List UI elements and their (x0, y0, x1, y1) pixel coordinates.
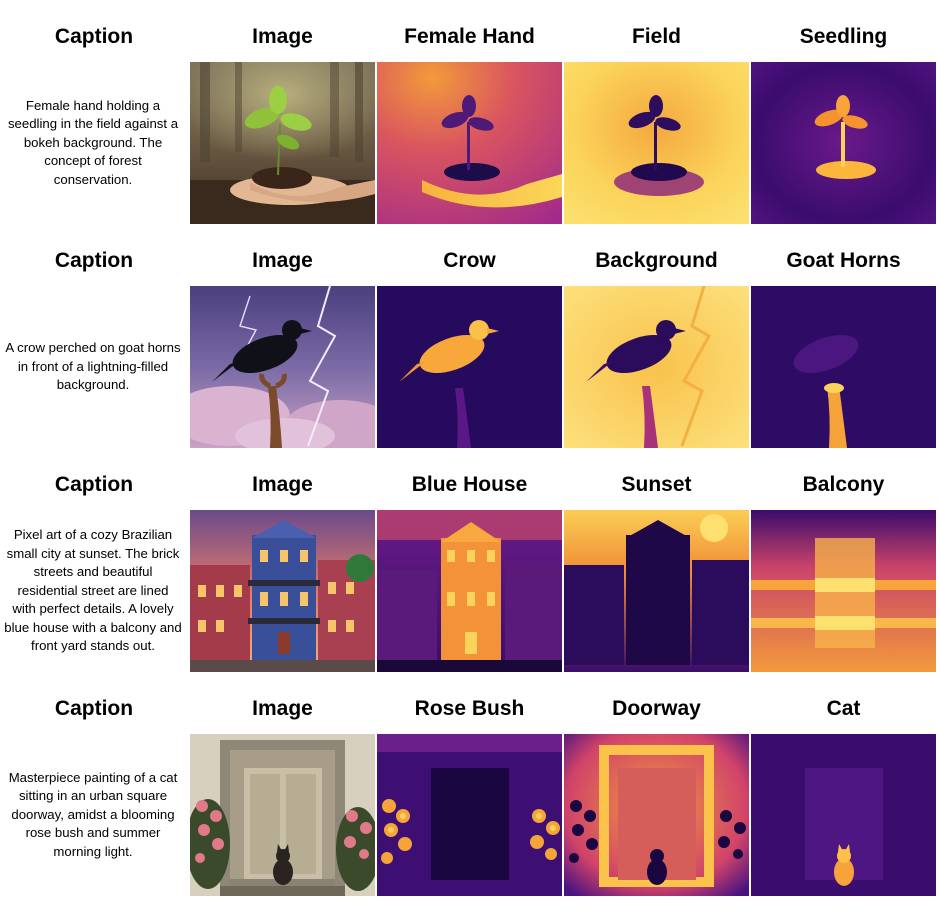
caption-text: Female hand holding a seedling in the fi… (7, 97, 179, 187)
attention-map (751, 62, 936, 224)
concept-header-2: Field (631, 25, 681, 48)
concept-header-1: Crow (443, 249, 496, 272)
caption-column-header: Caption (54, 697, 134, 720)
figure-row-1: Caption Image Female Hand Field Seedling… (0, 12, 940, 224)
figure-row-3: Caption Image Blue House Sunset Balcony … (0, 460, 940, 672)
concept-header-2: Background (595, 249, 718, 272)
attention-map (564, 62, 749, 224)
attention-map (751, 734, 936, 896)
attention-map (377, 510, 562, 672)
attention-map (377, 62, 562, 224)
caption-text: A crow perched on goat horns in front of… (5, 340, 181, 393)
concept-header-1: Blue House (411, 473, 528, 496)
attention-map (564, 286, 749, 448)
image-column-header: Image (252, 473, 313, 496)
concept-header-3: Cat (826, 697, 861, 720)
figure-row-4: Caption Image Rose Bush Doorway Cat Mast… (0, 684, 940, 896)
caption-column-header: Caption (54, 249, 134, 272)
image-column-header: Image (252, 25, 313, 48)
generated-image (190, 62, 375, 224)
caption-column-header: Caption (54, 25, 134, 48)
attention-map (564, 510, 749, 672)
concept-header-1: Female Hand (404, 25, 535, 48)
attention-map (564, 734, 749, 896)
attention-map (377, 286, 562, 448)
attention-map (751, 286, 936, 448)
image-column-header: Image (252, 249, 313, 272)
concept-header-3: Goat Horns (786, 249, 901, 272)
caption-column-header: Caption (54, 473, 134, 496)
figure-row-2: Caption Image Crow Background Goat Horns… (0, 236, 940, 448)
generated-image (190, 734, 375, 896)
concept-header-2: Sunset (621, 473, 692, 496)
attention-map (377, 734, 562, 896)
generated-image (190, 510, 375, 672)
concept-header-1: Rose Bush (414, 697, 525, 720)
caption-text: Pixel art of a cozy Brazilian small city… (4, 527, 182, 654)
concept-header-2: Doorway (612, 697, 701, 720)
concept-header-3: Seedling (799, 25, 888, 48)
concept-header-3: Balcony (802, 473, 885, 496)
caption-text: Masterpiece painting of a cat sitting in… (8, 769, 178, 859)
generated-image (190, 286, 375, 448)
attention-map (751, 510, 936, 672)
image-column-header: Image (252, 697, 313, 720)
